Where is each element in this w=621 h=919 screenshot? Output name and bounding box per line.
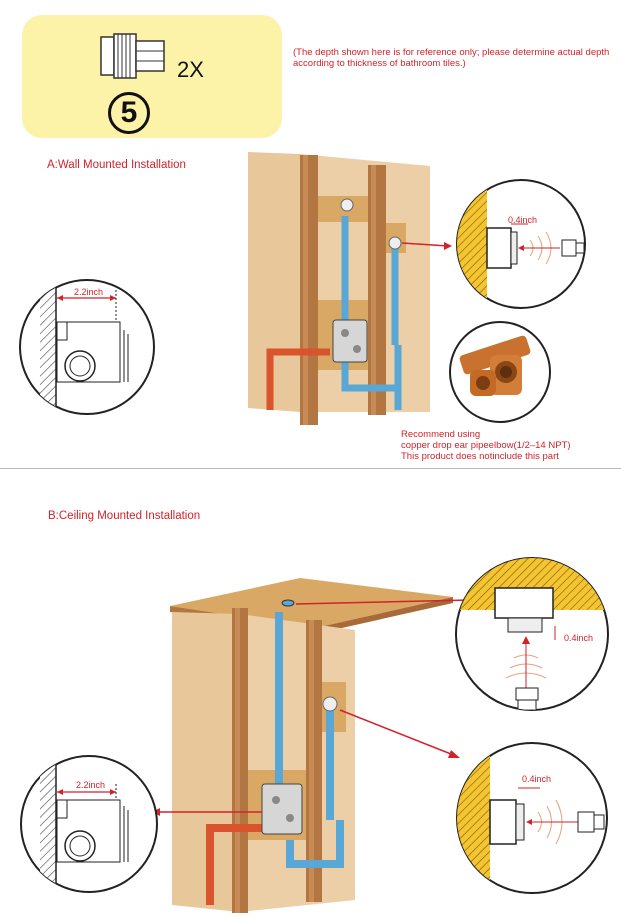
pipework-a: [266, 198, 402, 410]
clearance-label-a: 2.2inch: [74, 287, 103, 297]
wall-clearance-detail-b: 2.2inch: [20, 755, 158, 893]
recommend-line-1: Recommend using: [401, 429, 481, 440]
wall-panel-b: [172, 599, 355, 913]
section-b-title: B:Ceiling Mounted Installation: [48, 510, 201, 522]
wall-panel-a: [248, 152, 430, 425]
recommend-note: Recommend using copper drop ear pipeelbo…: [401, 429, 571, 462]
wall-depth-detail-b: 0.4inch: [456, 742, 608, 894]
callout-arrows-b: [152, 596, 476, 816]
recommend-line-3: This product does notinclude this part: [401, 451, 559, 462]
callout-arrow-a: [401, 242, 452, 250]
wall-offset-label-b: 0.4inch: [522, 774, 551, 784]
accessory-count: 2X: [177, 57, 204, 82]
outlet-offset-label-a: 0.4inch: [508, 215, 537, 225]
depth-note: (The depth shown here is for reference o…: [293, 47, 610, 69]
section-divider: [0, 468, 621, 469]
part-number-badge: 5: [108, 92, 150, 134]
recommend-line-2: copper drop ear pipeelbow(1/2–14 NPT): [401, 440, 571, 451]
wall-clearance-detail-a: 2.2inch: [19, 279, 155, 415]
ceiling-offset-label-b: 0.4inch: [564, 633, 593, 643]
ceiling-depth-detail-b: 0.4inch: [455, 557, 609, 711]
section-a-title: A:Wall Mounted Installation: [47, 159, 186, 171]
pipework-b: [206, 612, 344, 905]
accessory-card: [22, 15, 282, 138]
outlet-depth-detail-a: 0.4inch: [456, 179, 586, 309]
copper-elbow-image: [449, 321, 551, 423]
clearance-label-b: 2.2inch: [76, 780, 105, 790]
